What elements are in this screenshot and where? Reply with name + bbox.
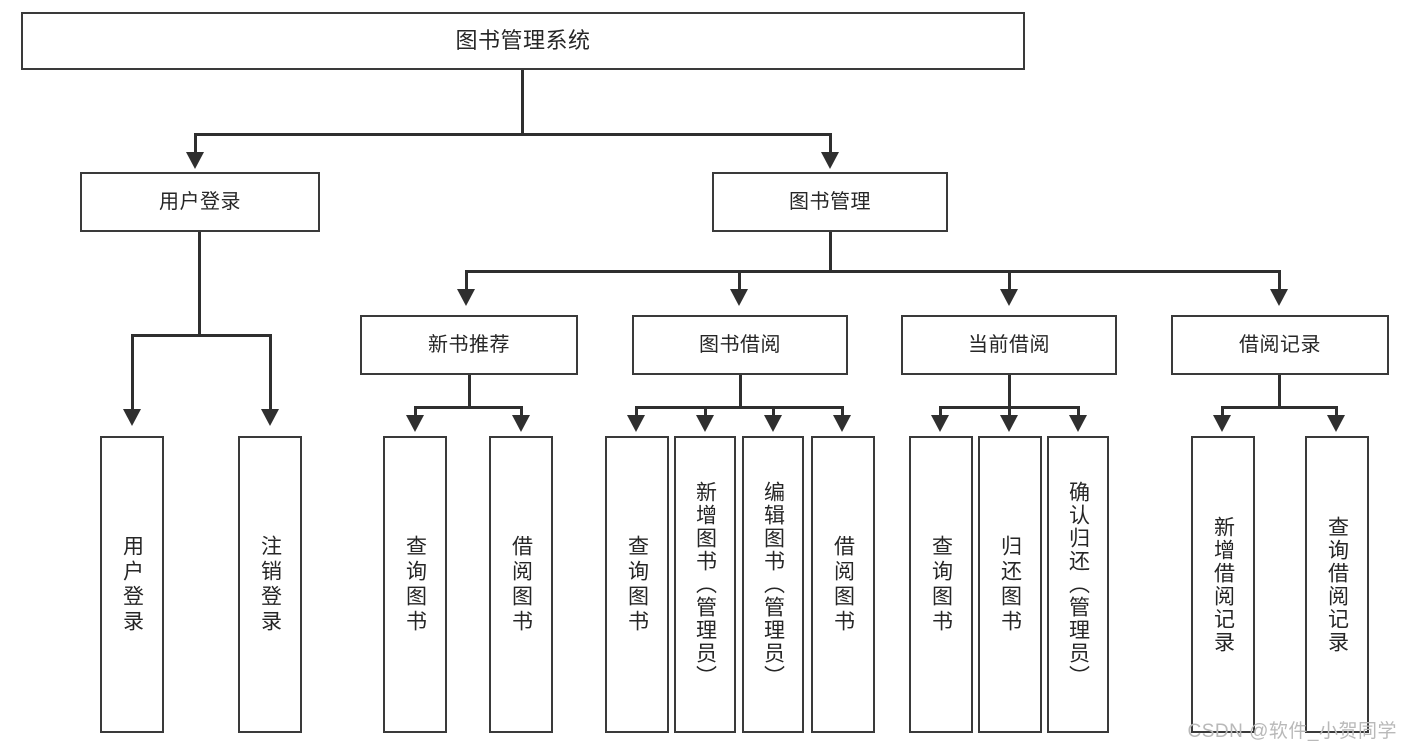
connector-cb-to-leaf-1 [939, 406, 942, 418]
connector-bm-to-borrow-record [1278, 270, 1281, 292]
node-new-book-recommend[interactable]: 新书推荐 [360, 315, 578, 375]
leaf-book-borrow-query-book[interactable]: 查询图书 [605, 436, 669, 733]
leaf-new-book-borrow-book[interactable]: 借阅图书 [489, 436, 553, 733]
connector-br-to-leaf-2 [1335, 406, 1338, 418]
connector-bb-to-leaf-3 [772, 406, 775, 418]
connector-book-management-stem [829, 232, 832, 272]
connector-root-to-user-login [194, 133, 197, 155]
connector-new-book-stem [468, 375, 471, 408]
arrow-br-to-leaf-1 [1213, 415, 1231, 432]
arrow-bm-to-new-book [457, 289, 475, 306]
arrow-bb-to-leaf-1 [627, 415, 645, 432]
arrow-br-to-leaf-2 [1327, 415, 1345, 432]
node-root-book-management-system[interactable]: 图书管理系统 [21, 12, 1025, 70]
leaf-user-login-login[interactable]: 用户登录 [100, 436, 164, 733]
arrow-user-login-to-leaf-2 [261, 409, 279, 426]
node-book-management[interactable]: 图书管理 [712, 172, 948, 232]
connector-cb-to-leaf-3 [1077, 406, 1080, 418]
connector-br-to-leaf-1 [1221, 406, 1224, 418]
arrow-nb-to-leaf-2 [512, 415, 530, 432]
watermark-text: CSDN @软件_小贺同学 [1187, 721, 1397, 742]
node-user-login[interactable]: 用户登录 [80, 172, 320, 232]
leaf-book-borrow-borrow-book[interactable]: 借阅图书 [811, 436, 875, 733]
node-book-borrow[interactable]: 图书借阅 [632, 315, 848, 375]
connector-root-to-book-management [829, 133, 832, 155]
arrow-bm-to-borrow-record [1270, 289, 1288, 306]
connector-root-stem [521, 70, 524, 133]
connector-user-login-to-leaf-1 [131, 334, 134, 412]
leaf-current-borrow-confirm-return-admin[interactable]: 确认归还（管理员） [1047, 436, 1109, 733]
connector-bb-to-leaf-4 [841, 406, 844, 418]
connector-nb-to-leaf-1 [414, 406, 417, 418]
connector-bm-to-new-book [465, 270, 468, 292]
connector-book-borrow-bus [636, 406, 844, 409]
arrow-root-to-book-management [821, 152, 839, 169]
leaf-book-borrow-add-book-admin[interactable]: 新增图书（管理员） [674, 436, 736, 733]
arrow-bm-to-book-borrow [730, 289, 748, 306]
arrow-bm-to-current-borrow [1000, 289, 1018, 306]
arrow-bb-to-leaf-2 [696, 415, 714, 432]
arrow-cb-to-leaf-2 [1000, 415, 1018, 432]
leaf-new-book-query-book[interactable]: 查询图书 [383, 436, 447, 733]
connector-book-borrow-stem [739, 375, 742, 408]
arrow-nb-to-leaf-1 [406, 415, 424, 432]
connector-book-management-bus [466, 270, 1280, 273]
connector-cb-to-leaf-2 [1008, 406, 1011, 418]
connector-bb-to-leaf-1 [635, 406, 638, 418]
arrow-root-to-user-login [186, 152, 204, 169]
connector-user-login-stem [198, 232, 201, 336]
arrow-bb-to-leaf-4 [833, 415, 851, 432]
arrow-bb-to-leaf-3 [764, 415, 782, 432]
connector-bm-to-book-borrow [738, 270, 741, 292]
connector-borrow-record-bus [1222, 406, 1338, 409]
connector-root-bus [196, 133, 832, 136]
leaf-current-borrow-query-book[interactable]: 查询图书 [909, 436, 973, 733]
node-current-borrow[interactable]: 当前借阅 [901, 315, 1117, 375]
arrow-user-login-to-leaf-1 [123, 409, 141, 426]
connector-current-borrow-stem [1008, 375, 1011, 408]
arrow-cb-to-leaf-1 [931, 415, 949, 432]
connector-borrow-record-stem [1278, 375, 1281, 408]
leaf-book-borrow-edit-book-admin[interactable]: 编辑图书（管理员） [742, 436, 804, 733]
connector-user-login-to-leaf-2 [269, 334, 272, 412]
node-borrow-record[interactable]: 借阅记录 [1171, 315, 1389, 375]
connector-user-login-bus [132, 334, 272, 337]
connector-bb-to-leaf-2 [704, 406, 707, 418]
leaf-current-borrow-return-book[interactable]: 归还图书 [978, 436, 1042, 733]
leaf-borrow-record-add-record[interactable]: 新增借阅记录 [1191, 436, 1255, 733]
leaf-borrow-record-query-record[interactable]: 查询借阅记录 [1305, 436, 1369, 733]
connector-nb-to-leaf-2 [520, 406, 523, 418]
leaf-user-login-logout[interactable]: 注销登录 [238, 436, 302, 733]
connector-bm-to-current-borrow [1008, 270, 1011, 292]
connector-new-book-bus [415, 406, 523, 409]
arrow-cb-to-leaf-3 [1069, 415, 1087, 432]
